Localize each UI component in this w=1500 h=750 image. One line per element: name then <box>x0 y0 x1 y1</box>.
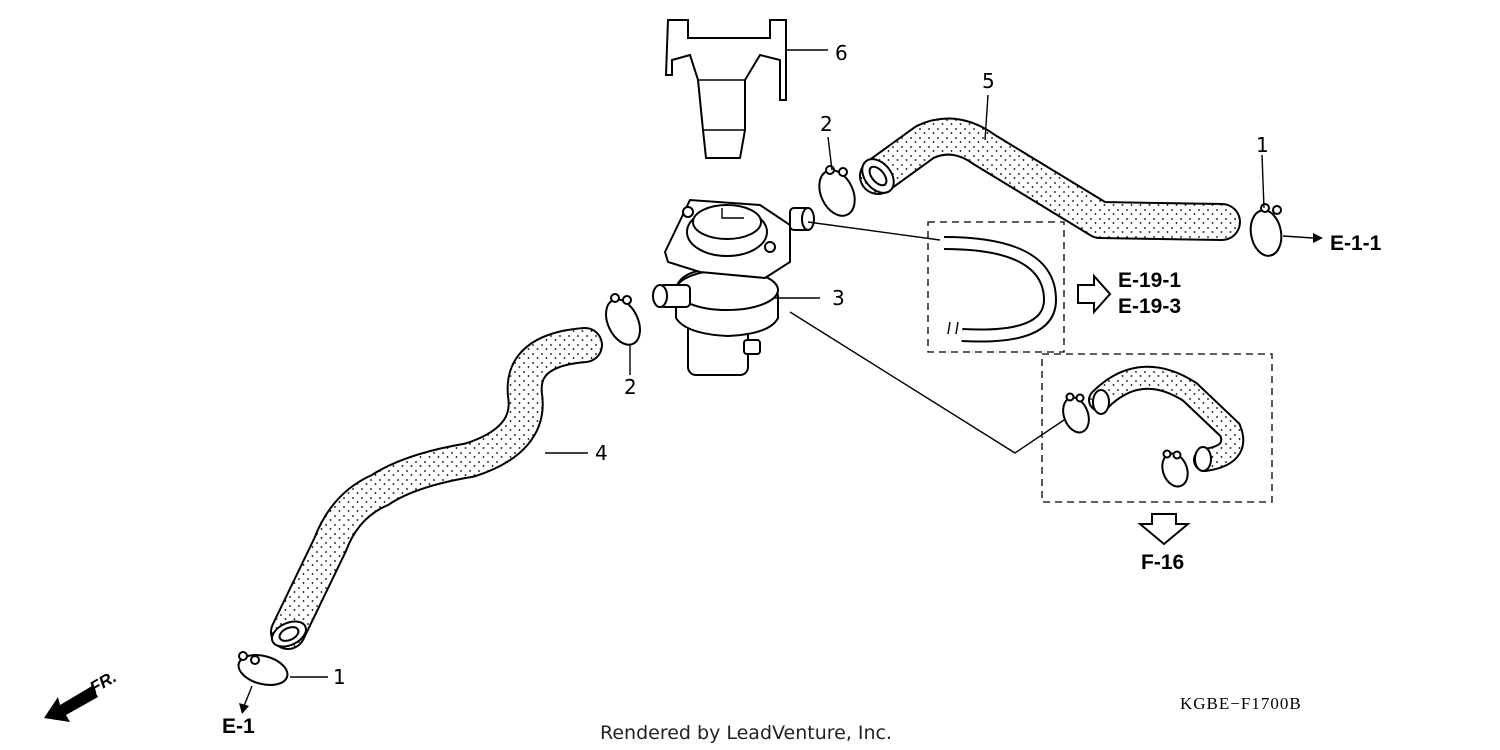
ref-f-16: F-16 <box>1141 551 1184 574</box>
ref-e-1-1: E-1-1 <box>1330 232 1382 255</box>
valve-part-3 <box>652 198 815 376</box>
clamp-part-2-top <box>818 165 856 217</box>
callout-4: 4 <box>595 441 608 465</box>
callout-5: 5 <box>982 69 995 93</box>
bracket-part-6 <box>664 19 787 159</box>
arrow-e-1 <box>239 685 253 714</box>
ref-e-19-1: E-19-1 <box>1118 269 1181 292</box>
hose-part-5 <box>859 117 1241 241</box>
ref-e-19-3: E-19-3 <box>1118 295 1181 318</box>
detail-box-e19 <box>927 221 1065 353</box>
arrow-e-19 <box>1077 273 1112 315</box>
arrow-e-1-1 <box>1282 233 1323 243</box>
callout-3: 3 <box>832 286 845 310</box>
detail-box-f16 <box>1041 353 1273 503</box>
diagram-code: KGBE−F1700B <box>1180 694 1302 713</box>
callout-2-left: 2 <box>624 375 637 399</box>
clamp-part-2-left <box>605 293 641 346</box>
arrow-f-16 <box>1137 513 1191 546</box>
callout-6: 6 <box>835 41 848 65</box>
ref-e-1: E-1 <box>222 715 255 738</box>
leader-lines <box>290 49 1265 678</box>
front-arrow-icon <box>44 686 98 722</box>
hose-part-4 <box>270 327 603 650</box>
callout-2-top: 2 <box>820 112 833 136</box>
callout-1-right: 1 <box>1256 133 1269 157</box>
render-credit: Rendered by LeadVenture, Inc. <box>600 722 892 744</box>
clamp-part-1-right <box>1249 203 1283 257</box>
callout-1-left: 1 <box>333 665 346 689</box>
clamp-part-1-left <box>237 651 289 686</box>
